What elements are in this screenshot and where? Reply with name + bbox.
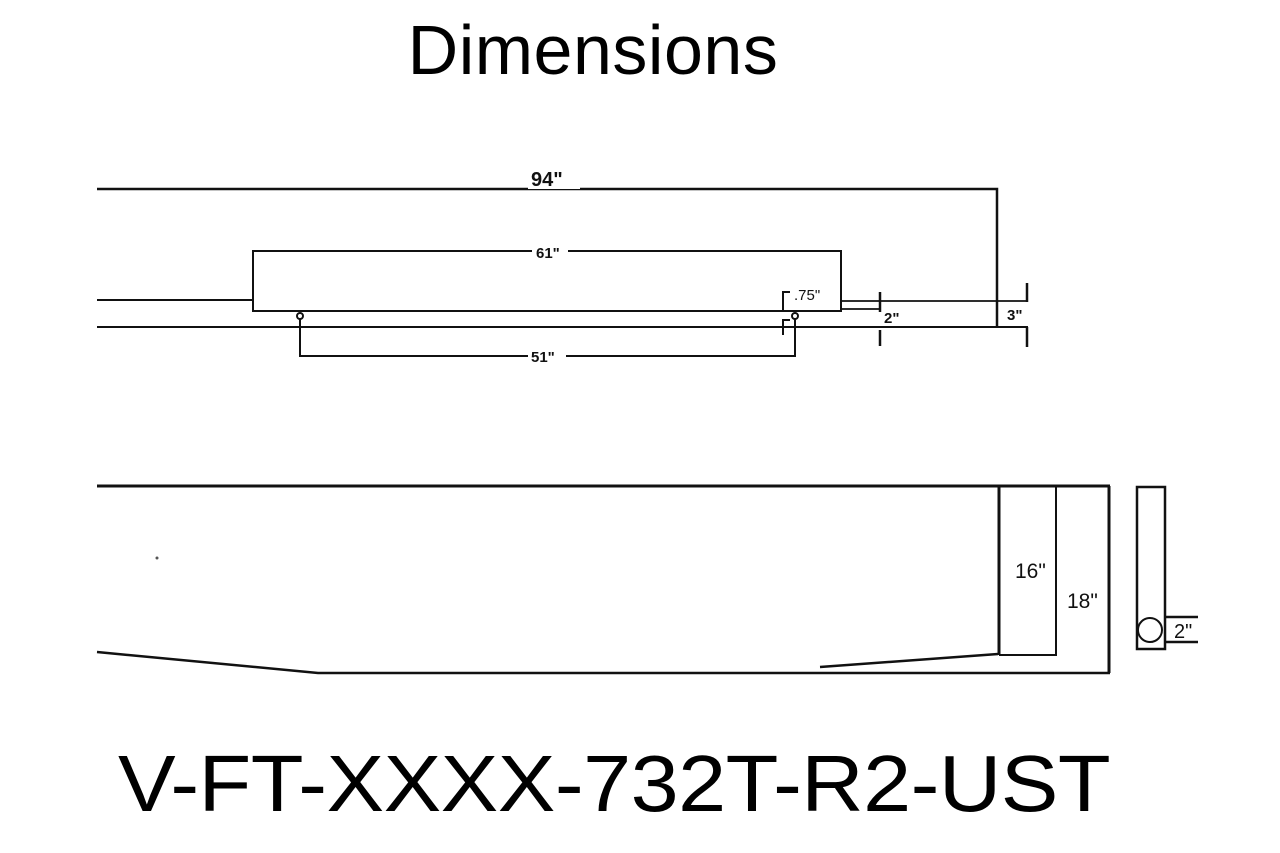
dim-line-94 xyxy=(97,187,999,327)
page-title: Dimensions xyxy=(407,11,779,89)
label-2-port: 2" xyxy=(1174,621,1192,643)
label-94: 94" xyxy=(531,169,563,191)
end-view xyxy=(1135,485,1198,651)
dim-line-61-box xyxy=(252,250,842,312)
label-18: 18" xyxy=(1067,590,1098,613)
part-number: V-FT-XXXX-732T-R2-UST xyxy=(118,739,1111,828)
label-16: 16" xyxy=(1015,560,1046,583)
top-view xyxy=(97,187,1029,357)
label-61: 61" xyxy=(536,245,560,262)
label-075: .75" xyxy=(794,287,820,304)
label-51: 51" xyxy=(531,349,555,366)
port-circle xyxy=(1137,617,1163,643)
label-2-flange: 2" xyxy=(884,310,899,327)
side-view xyxy=(96,484,1111,675)
label-3: 3" xyxy=(1007,307,1022,324)
